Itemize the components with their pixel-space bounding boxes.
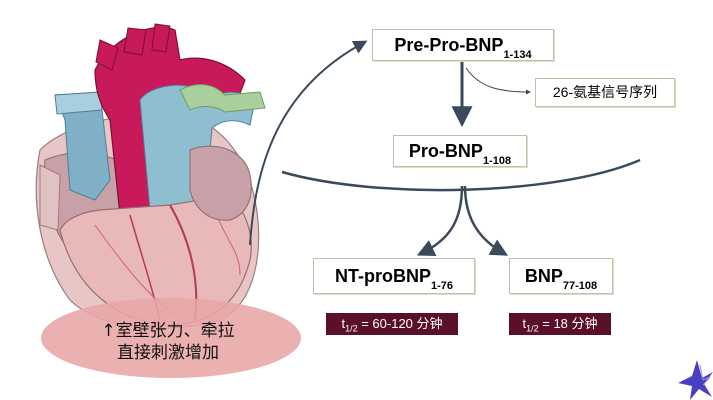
bnp-box: BNP77-108 (509, 258, 613, 294)
probnp-to-ntprobnp-arrow (416, 185, 464, 257)
pro-bnp-box: Pro-BNP1-108 (393, 135, 527, 167)
signal-peptide-box: 26-氨基信号序列 (535, 78, 675, 107)
bnp-half-life-sub: 1/2 (526, 323, 539, 334)
bnp-half-life-symbol: t (522, 316, 527, 331)
signal-peptide-label: 26-氨基信号序列 (552, 84, 658, 100)
nt-probnp-range: 1-76 (430, 279, 454, 292)
nt-probnp-label: NT-proBNP (334, 266, 431, 286)
bnp-half-life-value: = 18 分钟 (538, 316, 598, 331)
stimulus-line-1: ↑室壁张力、牵拉 (101, 321, 235, 341)
heart-to-preprobnp-arrow (249, 40, 368, 246)
nt-probnp-half-life: t1/2 = 60-120 分钟 (326, 313, 458, 335)
nt-half-life-sub: 1/2 (345, 323, 358, 334)
stimulus-oval (41, 298, 301, 378)
cleavage-curve (281, 158, 641, 192)
stimulus-text: ↑室壁张力、牵拉 直接刺激增加 (58, 320, 278, 364)
pre-pro-bnp-label: Pre-Pro-BNP (394, 35, 504, 55)
pre-pro-bnp-range: 1-134 (503, 48, 532, 61)
pro-bnp-label: Pro-BNP (408, 141, 483, 161)
bnp-range: 77-108 (562, 279, 598, 292)
nt-half-life-value: = 60-120 分钟 (357, 316, 443, 331)
stimulus-line-2: 直接刺激增加 (117, 343, 219, 363)
nt-probnp-box: NT-proBNP1-76 (313, 258, 475, 294)
heart-illustration (35, 23, 266, 329)
pro-bnp-range: 1-108 (482, 154, 512, 167)
bnp-label: BNP (524, 266, 563, 286)
probnp-to-bnp-arrow (463, 185, 509, 256)
nt-half-life-symbol: t (341, 316, 346, 331)
sparkle-star-icon (678, 360, 713, 400)
pre-pro-bnp-box: Pre-Pro-BNP1-134 (372, 29, 554, 61)
bnp-half-life: t1/2 = 18 分钟 (509, 313, 611, 335)
signal-peptide-arrow (465, 67, 531, 95)
